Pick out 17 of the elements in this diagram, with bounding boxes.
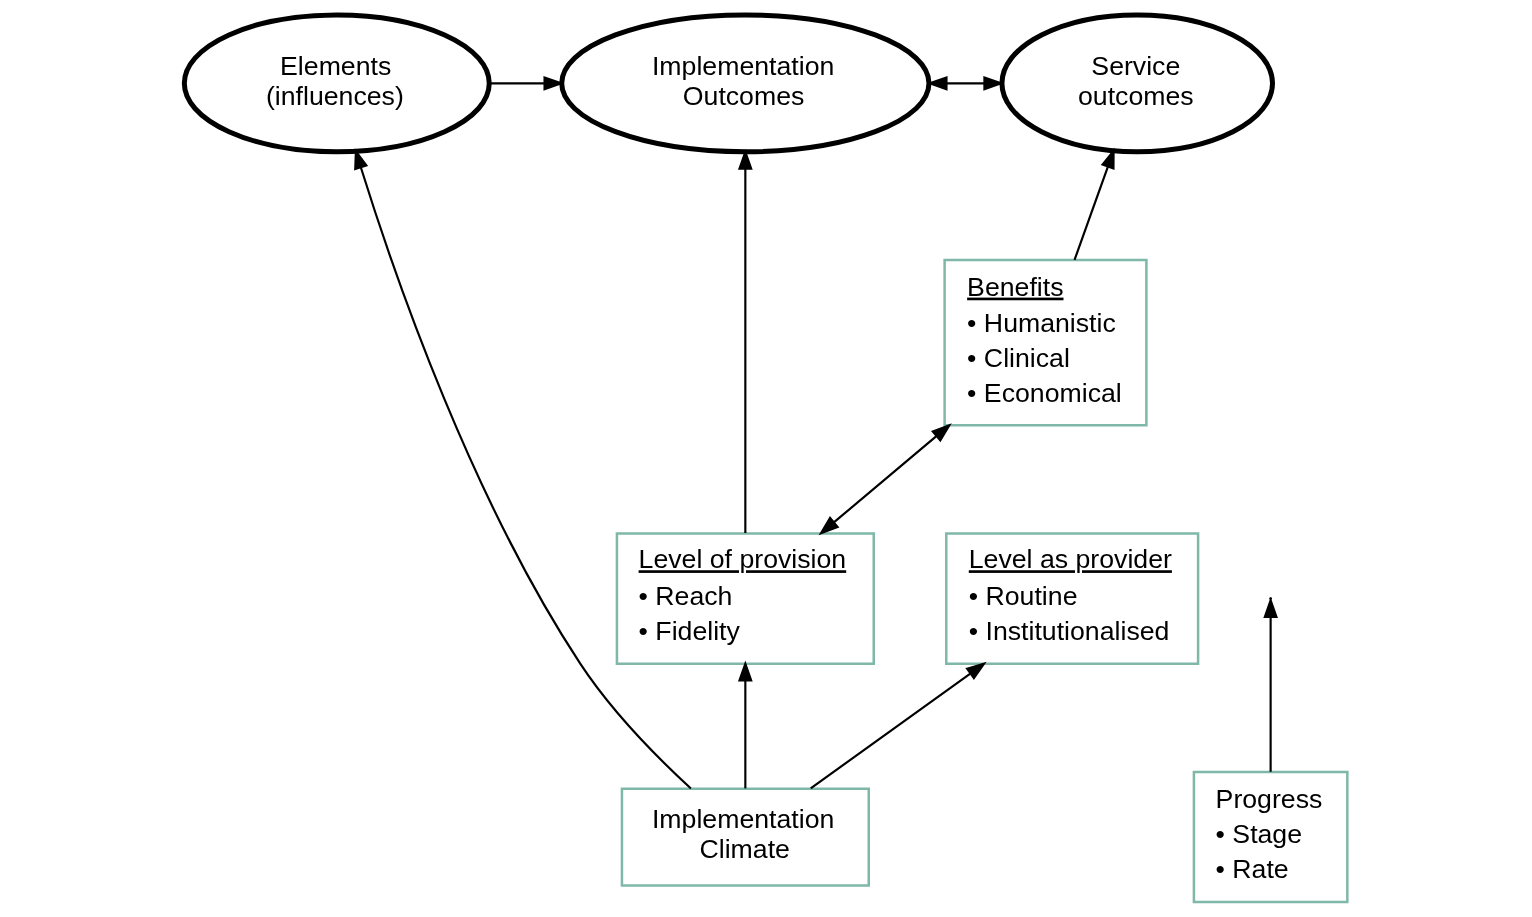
node-ellipse: Implementation Outcomes xyxy=(559,12,932,155)
arrow xyxy=(810,661,987,790)
node-box: Benefits • Humanistic • Clinical • Economical xyxy=(943,258,1148,427)
node-ellipse: Elements (influences) xyxy=(181,12,492,155)
arrow xyxy=(818,423,952,536)
arrow xyxy=(1073,147,1115,261)
arrow xyxy=(926,75,1005,91)
arrow xyxy=(737,148,753,534)
node-box: Level as provider • Routine • Institutionalised xyxy=(945,532,1200,665)
node-box: Progress • Stage • Rate xyxy=(1192,770,1349,904)
node-ellipse: Service outcomes xyxy=(999,12,1275,155)
arrow xyxy=(354,148,692,790)
node-box: Level of provision • Reach • Fidelity xyxy=(615,532,875,665)
arrow xyxy=(489,75,565,91)
arrow xyxy=(737,660,753,789)
node-box: Implementation Climate xyxy=(620,787,870,887)
arrow xyxy=(1263,597,1278,772)
